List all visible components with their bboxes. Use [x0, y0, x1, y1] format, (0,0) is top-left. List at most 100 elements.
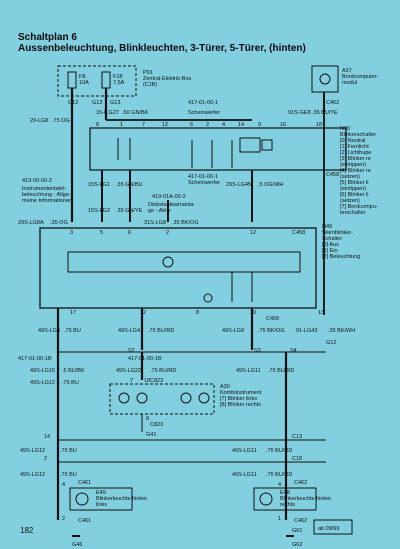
date-label: ab 09/99 [318, 526, 339, 532]
wire-label: 49S-LG22 [116, 368, 141, 374]
wire-color: .35 OG [50, 220, 68, 226]
relay-icon [203, 293, 213, 303]
diebstahl-label: Diebstahlwarnanla- [148, 202, 195, 208]
pin: 18 [316, 122, 322, 128]
wire-label: 49S-LG12 [20, 448, 45, 454]
date-box [313, 519, 353, 535]
wire-color: .75 BU/RD [150, 368, 176, 374]
ref-center: 417-01-00-1B [128, 356, 162, 362]
pin: 8 [146, 416, 149, 422]
switch-block [239, 137, 261, 153]
wire-label: 91S-GE8 [288, 110, 311, 116]
wire-label: 15S-LG2 [88, 208, 110, 214]
wire-label: 49S-LG3 [38, 328, 60, 334]
wire-color: .5 BU/BK [62, 368, 85, 374]
wire-color: .75 BU/RD [266, 472, 292, 478]
pin-c462b: C462 [294, 480, 307, 486]
ref-scheinwerfer: 417-01-00-1 [188, 100, 218, 106]
indicator-lamp-icon [118, 392, 130, 404]
pin: 5 [100, 230, 103, 236]
wire-label: 29S-LG45 [226, 182, 251, 188]
pin-g61: G61 [292, 528, 302, 534]
pin: 12 [162, 122, 168, 128]
n49-inner [67, 251, 301, 273]
n90-pos: [0] Neutral [340, 138, 365, 144]
pin-c461b: C461 [78, 518, 91, 524]
p91-label: Zentral-Elektrik-Box [143, 76, 192, 82]
fuse2-amps: 7,5A [113, 80, 125, 86]
wire-label: 49S-LG15 [30, 368, 55, 374]
a30-id: A30 [220, 384, 230, 390]
pin-c13: C13 [292, 434, 302, 440]
n90-pos: (eintippen) [340, 186, 366, 192]
a37-label2: modul [342, 80, 357, 86]
fuse2-label: F18 [113, 74, 122, 80]
n90-pos: (setzen) [340, 198, 360, 204]
pin-c823: C823 [150, 378, 163, 384]
wire-label: 49S-LG11 [232, 472, 257, 478]
pin: 4 [62, 482, 65, 488]
wire-label: 49S-LG8 [222, 328, 244, 334]
ref-scheinwerfer-2: 417-01-00-1 [188, 174, 218, 180]
n90-pos: terschalter [340, 210, 366, 216]
wire-color: .75 BU/RD [266, 448, 292, 454]
indicator-lamp-icon [198, 392, 210, 404]
instr-label2: beleuchtung - Allge- [22, 192, 71, 198]
n90-box [89, 127, 347, 171]
n49-pos: [2] Beleuchtung [322, 254, 360, 260]
p91-label2: (CJB) [143, 82, 157, 88]
a30-box [109, 383, 215, 415]
wire-color: .35 GN/BU [116, 182, 143, 188]
pin-g12: G12 [68, 100, 78, 106]
a30-label: Kombiinstrument [220, 390, 262, 396]
n90-pos: [6] Blinker li [340, 192, 368, 198]
fuse1-amps: 10A [79, 80, 89, 86]
wire-label: 49S-LG11 [232, 448, 257, 454]
module-icon [319, 73, 331, 85]
n90-pos: (setzen) [340, 174, 360, 180]
wire-label: 49S-LG4 [118, 328, 140, 334]
wire-label: 29S-LG8A [18, 220, 44, 226]
pin: 2 [62, 516, 65, 522]
a37-id: A37 [342, 68, 352, 74]
wire-color: .75 BK/OG [258, 328, 285, 334]
lamp-icon [162, 256, 174, 268]
pin: 13 [318, 310, 324, 316]
n90-pos: [2] Lichthupe [340, 150, 372, 156]
wire-color: .50 GN/BK [122, 110, 149, 116]
pin-c458c: C458 [266, 316, 279, 322]
n49-label: Schalter [322, 236, 342, 242]
fuse-icon [67, 71, 77, 89]
pin-c458b: C458 [292, 230, 305, 236]
wire-label: 15S-LG1 [88, 182, 110, 188]
wire-color: .5 OG/WH [258, 182, 283, 188]
pin: 14 [44, 434, 50, 440]
pin: 7 [142, 122, 145, 128]
n49-id: N49 [322, 224, 332, 230]
wire-color: .35 BU/YE [312, 110, 338, 116]
pin: 18 [144, 378, 150, 384]
pin-g13b: G13 [110, 100, 120, 106]
pin: 17 [70, 310, 76, 316]
fuse1-label: F8 [79, 74, 85, 80]
wire-color: .75 BU [60, 448, 77, 454]
pin: 4 [222, 122, 225, 128]
pin: 2 [166, 230, 169, 236]
n90-label: Blinkerschalter [340, 132, 376, 138]
pin-s2: S2 [128, 348, 135, 354]
wire-label: 15-L.G27 [96, 110, 119, 116]
pin: 10 [250, 310, 256, 316]
pin-s4: S4 [290, 348, 297, 354]
n90-pos: (eintippen) [340, 162, 366, 168]
pin-g12b: G12 [326, 340, 336, 346]
n49-pos: [1] Ein [322, 248, 338, 254]
wire-color: .35 GN/YE [116, 208, 143, 214]
a30-pos: [8] Blinker rechts [220, 402, 261, 408]
e48-label: Blinkerleuchte hinten [280, 496, 331, 502]
pin: 12 [250, 230, 256, 236]
page-number: 182 [20, 526, 34, 535]
ref-diebstahl: 419-01A-00-2 [152, 194, 186, 200]
fuse-icon [101, 71, 111, 89]
diebstahl-label2: ge - Aktiv [148, 208, 171, 214]
